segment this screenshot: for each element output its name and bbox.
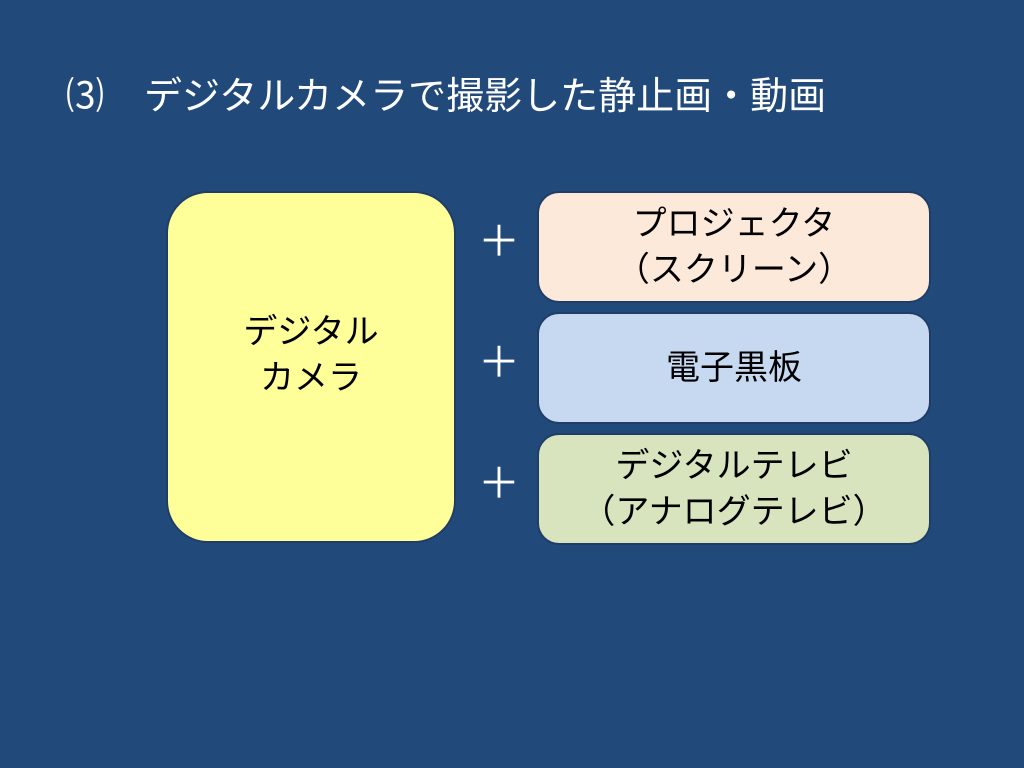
camera-label-line1: デジタル bbox=[243, 312, 379, 352]
camera-label: デジタル カメラ bbox=[243, 309, 378, 401]
title-number: ⑶ bbox=[66, 74, 105, 118]
camera-label-line2: カメラ bbox=[259, 358, 362, 398]
projector-box: プロジェクタ （スクリーン） bbox=[537, 191, 931, 303]
projector-label: プロジェクタ bbox=[632, 204, 836, 244]
slide-title: ⑶ デジタルカメラで撮影した静止画・動画 bbox=[66, 66, 826, 126]
plus-icon: ＋ bbox=[478, 217, 521, 266]
plus-icon: ＋ bbox=[478, 459, 521, 508]
digital-tv-sublabel: （アナログテレビ） bbox=[581, 492, 887, 532]
electronic-blackboard-box: 電子黒板 bbox=[537, 312, 931, 424]
digital-camera-box: デジタル カメラ bbox=[166, 191, 456, 543]
digital-tv-box: デジタルテレビ （アナログテレビ） bbox=[537, 433, 931, 545]
digital-tv-label: デジタルテレビ bbox=[615, 446, 853, 486]
plus-icon: ＋ bbox=[478, 338, 521, 387]
projector-sublabel: （スクリーン） bbox=[615, 250, 853, 290]
title-text: デジタルカメラで撮影した静止画・動画 bbox=[144, 74, 827, 118]
electronic-blackboard-label: 電子黒板 bbox=[666, 348, 802, 388]
